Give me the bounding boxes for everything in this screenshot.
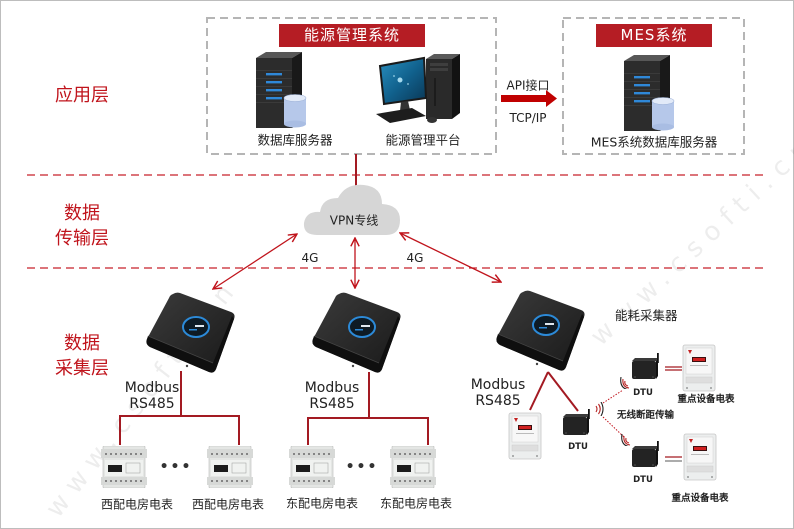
vpn-label: VPN专线 [329,213,379,228]
mes-db-server-label: MES系统数据库服务器 [590,134,718,150]
din-meter-icon [289,446,335,488]
gateway-protocol-label: Modbus RS485 [125,380,180,412]
wireless-transmission-label: 无线断距传输 [617,410,675,421]
protocol-line: RS485 [475,393,521,409]
energy-collector-title: 能耗采集器 [615,308,678,323]
bus-west [119,371,240,445]
ellipsis: ••• [159,459,193,475]
protocol-line: Modbus [304,380,360,396]
gateway-protocol-label: Modbus RS485 [471,377,526,409]
link-left-label: 4G [301,251,319,265]
dtu-icon [562,409,592,437]
wireless-link-top [602,389,624,404]
mes-server-database-icon [620,53,680,131]
protocol-line: Modbus [470,377,526,393]
wireless-signal-icon [594,402,604,416]
kwh-meter-icon [508,412,542,460]
layer-label-application: 应用层 [36,83,128,108]
api-interface-label: API接口 [506,78,550,93]
layer-label-transport: 数据 传输层 [36,201,128,251]
mes-system-title: MES系统 [596,24,712,47]
server-database-icon [252,50,312,128]
kwh-meter-icon [683,433,717,481]
layer-label-line: 应用层 [55,85,109,106]
gateway-icon [309,291,404,375]
din-meter-icon [207,446,253,488]
db-server-label: 数据库服务器 [257,132,333,148]
gateway-icon [143,291,238,375]
dtu-icon [631,353,661,381]
dtu-label: DTU [633,475,653,485]
bus-collector [529,371,579,412]
desktop-pc-icon [374,54,464,126]
layer-label-line: 采集层 [55,358,109,379]
protocol-line: RS485 [309,396,355,412]
key-meter-label: 重点设备电表 [677,394,735,405]
dtu-meter-wire-bottom [665,456,682,462]
api-arrow-icon [501,90,557,107]
bus-east [307,372,429,445]
meter-label: 西配电房电表 [191,497,265,512]
din-meter-icon [101,446,147,488]
protocol-line: RS485 [129,396,175,412]
meter-label: 东配电房电表 [379,496,453,511]
dtu-label: DTU [633,388,653,398]
link-right-label: 4G [406,251,424,265]
gateway-icon [493,289,588,373]
mes-system-box [562,17,745,155]
ellipsis: ••• [345,459,379,475]
wireless-link-bottom [602,416,625,438]
cloud-icon [303,184,400,235]
tcpip-label: TCP/IP [509,111,547,125]
link-left-arrow [213,234,297,289]
wireless-signal-icon [619,377,631,389]
dtu-label: DTU [568,442,588,452]
layer-label-collection: 数据 采集层 [36,331,128,381]
meter-label: 西配电房电表 [100,497,174,512]
gateway-protocol-label: Modbus RS485 [305,380,360,412]
layer-label-line: 数据 [64,333,100,354]
link-right-arrow [400,233,501,282]
layer-label-line: 传输层 [55,228,109,249]
kwh-meter-icon [682,344,716,392]
dtu-meter-wire-top [665,366,682,371]
dtu-icon [631,441,661,469]
protocol-line: Modbus [124,380,180,396]
energy-platform-label: 能源管理平台 [385,132,461,148]
din-meter-icon [390,446,436,488]
key-meter-label: 重点设备电表 [671,493,729,504]
energy-system-box [206,17,497,155]
layer-label-line: 数据 [64,203,100,224]
energy-system-title: 能源管理系统 [279,24,425,47]
meter-label: 东配电房电表 [285,496,359,511]
